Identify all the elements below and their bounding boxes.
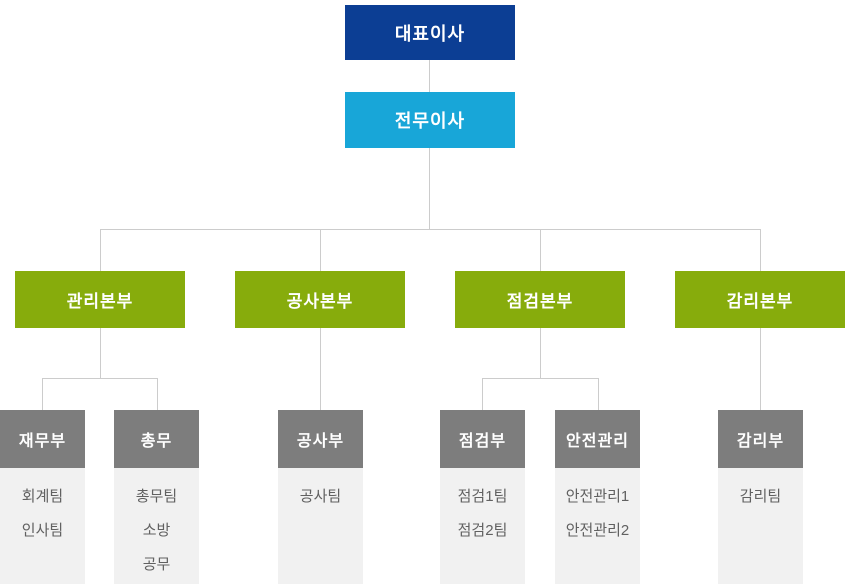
team-item: 총무팀 (135, 488, 178, 505)
dept-general-affairs-header: 총무 (114, 410, 199, 468)
team-item: 점검1팀 (457, 488, 508, 505)
division-management: 관리본부 (15, 271, 185, 328)
dept-inspection: 점검부 점검1팀 점검2팀 (440, 410, 525, 584)
dept-construction-header: 공사부 (278, 410, 363, 468)
team-item: 공사팀 (299, 488, 342, 505)
node-ceo: 대표이사 (345, 5, 515, 60)
dept-safety-management: 안전관리 안전관리1 안전관리2 (555, 410, 640, 584)
team-item: 인사팀 (21, 522, 64, 539)
connector-drop-inspection-dept (482, 378, 483, 410)
team-item: 점검2팀 (457, 522, 508, 539)
connector-drop-management (100, 229, 101, 271)
dept-finance: 재무부 회계팀 인사팀 (0, 410, 85, 584)
team-item: 소방 (142, 522, 171, 539)
connector-management-rail (42, 378, 157, 379)
connector-drop-finance (42, 378, 43, 410)
connector-divisions-rail (100, 229, 760, 230)
team-item: 공무 (142, 556, 171, 573)
division-supervision: 감리본부 (675, 271, 845, 328)
connector-drop-supervision (760, 229, 761, 271)
connector-drop-general-affairs (157, 378, 158, 410)
connector-exec-trunk (429, 148, 430, 229)
dept-supervision: 감리부 감리팀 (718, 410, 803, 584)
team-item: 안전관리1 (565, 488, 630, 505)
dept-supervision-team-list: 감리팀 (718, 468, 803, 584)
node-executive-director: 전무이사 (345, 92, 515, 148)
connector-inspection-stem (540, 328, 541, 378)
dept-general-affairs-team-list: 총무팀 소방 공무 (114, 468, 199, 584)
connector-drop-safety (598, 378, 599, 410)
connector-drop-supervision-dept (760, 328, 761, 410)
dept-inspection-team-list: 점검1팀 점검2팀 (440, 468, 525, 584)
dept-construction: 공사부 공사팀 (278, 410, 363, 584)
connector-drop-inspection (540, 229, 541, 271)
connector-drop-construction (320, 229, 321, 271)
division-inspection: 점검본부 (455, 271, 625, 328)
dept-general-affairs: 총무 총무팀 소방 공무 (114, 410, 199, 584)
dept-finance-team-list: 회계팀 인사팀 (0, 468, 85, 584)
connector-inspection-rail (482, 378, 598, 379)
connector-ceo-exec (429, 60, 430, 92)
team-item: 감리팀 (739, 488, 782, 505)
connector-drop-construction-dept (320, 328, 321, 410)
team-item: 안전관리2 (565, 522, 630, 539)
dept-construction-team-list: 공사팀 (278, 468, 363, 584)
division-construction: 공사본부 (235, 271, 405, 328)
dept-supervision-header: 감리부 (718, 410, 803, 468)
dept-inspection-header: 점검부 (440, 410, 525, 468)
connector-management-stem (100, 328, 101, 378)
dept-safety-management-team-list: 안전관리1 안전관리2 (555, 468, 640, 584)
team-item: 회계팀 (21, 488, 64, 505)
dept-finance-header: 재무부 (0, 410, 85, 468)
dept-safety-management-header: 안전관리 (555, 410, 640, 468)
